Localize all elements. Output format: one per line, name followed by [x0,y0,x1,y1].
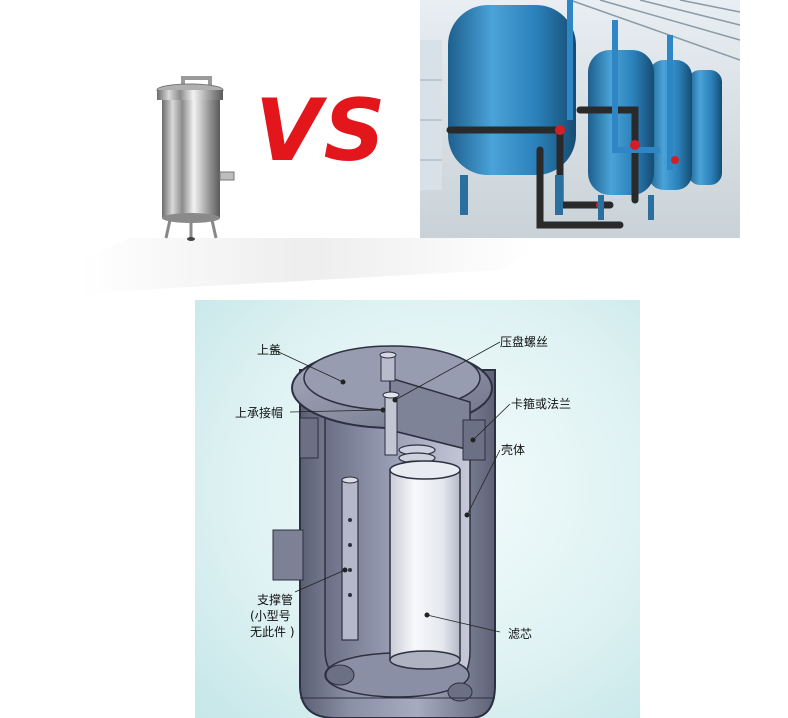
sand-filter-tanks-photo [420,0,740,238]
vs-text: VS [255,81,388,181]
label-upper-cap: 上承接帽 [235,406,284,420]
filter-housing-cutaway-diagram [195,300,640,718]
label-support-tube-note-2: 无此件 ) [250,625,295,639]
label-support-tube: 支撑管 [257,593,294,607]
label-filter-element: 滤芯 [508,627,533,641]
label-top-cover: 上盖 [257,343,282,357]
stainless-filter-housing-photo [80,76,535,300]
label-support-tube-note-1: (小型号 [250,609,291,623]
label-clamp-flange: 卡箍或法兰 [511,397,572,411]
label-shell: 壳体 [501,443,526,457]
label-press-screw: 压盘螺丝 [500,335,549,349]
